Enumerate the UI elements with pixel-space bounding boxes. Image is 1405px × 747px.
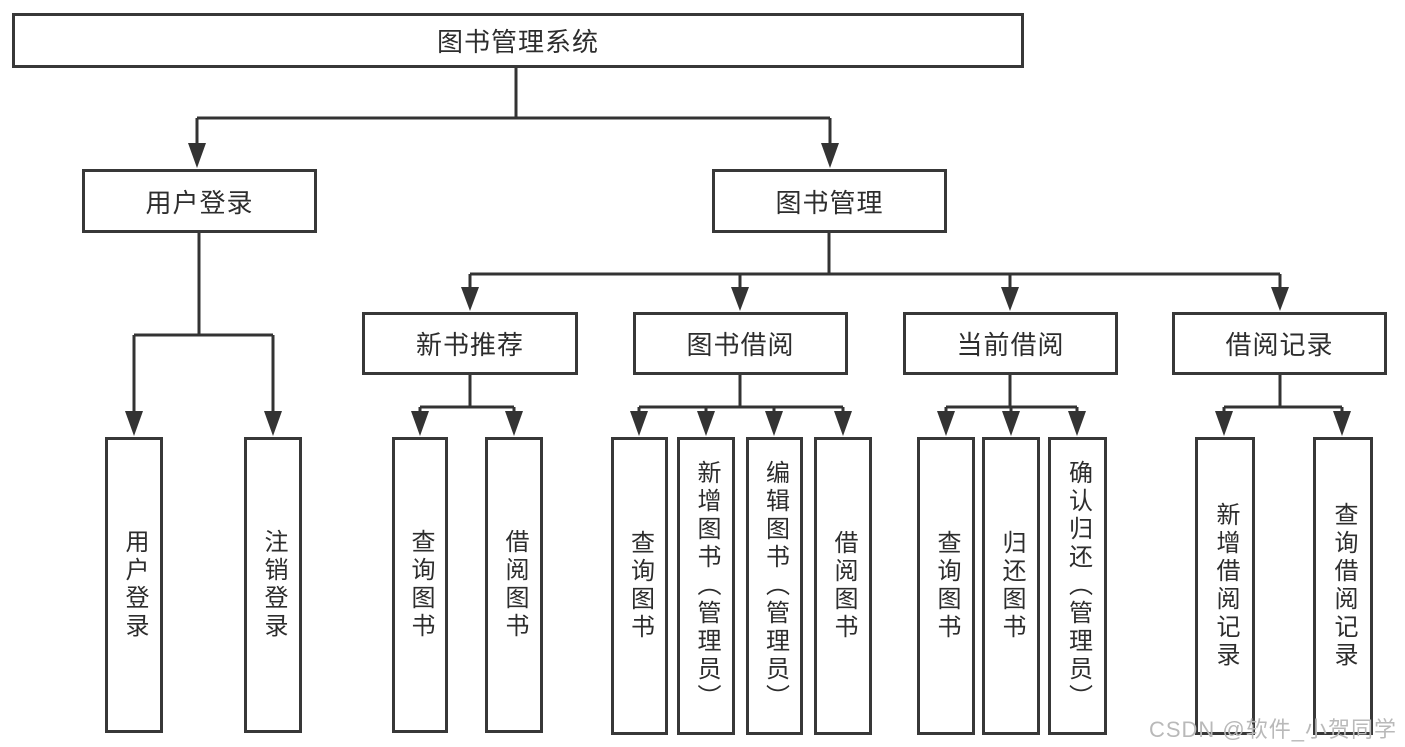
leaf-add-books-admin: 新增图书（管理员） (677, 437, 735, 735)
arrowhead-icon (937, 411, 955, 436)
arrowhead-icon (1271, 287, 1289, 311)
arrowhead-icon (731, 287, 749, 311)
node-label: 借阅图书 (501, 529, 528, 641)
leaf-query-books-borrowing: 查询图书 (611, 437, 668, 735)
node-label: 图书管理 (775, 187, 884, 218)
leaf-query-books-recommend: 查询图书 (392, 437, 448, 733)
leaf-confirm-return-admin: 确认归还（管理员） (1048, 437, 1107, 735)
leaf-query-books-current: 查询图书 (917, 437, 975, 735)
arrowhead-icon (188, 143, 206, 168)
connector-book-management (468, 233, 1282, 289)
arrowhead-icon (1333, 411, 1351, 436)
arrowhead-icon (461, 287, 479, 311)
node-borrowing-records: 借阅记录 (1172, 312, 1387, 375)
arrowhead-icon (1001, 287, 1019, 311)
node-label: 查询图书 (933, 530, 960, 642)
node-book-management: 图书管理 (712, 169, 947, 233)
leaf-edit-books-admin: 编辑图书（管理员） (746, 437, 803, 735)
node-label: 借阅图书 (830, 530, 857, 642)
leaf-borrow-books-recommend: 借阅图书 (485, 437, 543, 733)
arrowhead-icon (411, 411, 429, 436)
node-label: 用户登录 (145, 187, 254, 218)
leaf-logout-login: 注销登录 (244, 437, 302, 733)
arrowhead-icon (765, 411, 783, 436)
node-label: 归还图书 (998, 530, 1025, 642)
arrowhead-icon (821, 143, 839, 168)
connector-paths (132, 68, 1344, 413)
arrowhead-icon (264, 411, 282, 436)
leaf-query-borrow-record: 查询借阅记录 (1313, 437, 1373, 735)
connector-borrow-record-group (1222, 375, 1344, 413)
arrowhead-icon (697, 411, 715, 436)
node-label: 新增借阅记录 (1212, 502, 1239, 670)
arrowhead-icon (505, 411, 523, 436)
node-label: 查询图书 (407, 529, 434, 641)
leaf-borrow-books-borrowing: 借阅图书 (814, 437, 872, 735)
node-label: 查询借阅记录 (1330, 502, 1357, 670)
arrowhead-icons (125, 143, 1351, 436)
arrowhead-icon (1068, 411, 1086, 436)
node-label: 图书借阅 (686, 330, 795, 360)
node-label: 确认归还（管理员） (1064, 460, 1092, 712)
node-label: 图书管理系统 (436, 27, 599, 57)
leaf-return-books: 归还图书 (982, 437, 1040, 735)
node-label: 借阅记录 (1225, 330, 1334, 360)
arrowhead-icon (834, 411, 852, 436)
node-new-book-recommendation: 新书推荐 (362, 312, 578, 375)
arrowhead-icon (1215, 411, 1233, 436)
node-label: 编辑图书（管理员） (761, 460, 789, 712)
connector-current-borrow-group (944, 375, 1079, 413)
connector-new-book-group (418, 375, 516, 413)
connector-user-login (132, 233, 275, 413)
node-label: 查询图书 (626, 530, 654, 642)
node-label: 新增图书（管理员） (693, 460, 720, 712)
arrowhead-icon (1002, 411, 1020, 436)
node-user-login: 用户登录 (82, 169, 317, 233)
leaf-user-login: 用户登录 (105, 437, 163, 733)
leaf-add-borrow-record: 新增借阅记录 (1195, 437, 1255, 735)
node-book-borrowing: 图书借阅 (633, 312, 848, 375)
connector-book-borrow-group (637, 375, 845, 413)
node-label: 用户登录 (121, 529, 148, 641)
node-label: 注销登录 (260, 529, 287, 641)
node-label: 新书推荐 (415, 330, 524, 360)
node-label: 当前借阅 (956, 330, 1065, 360)
node-library-system: 图书管理系统 (12, 13, 1024, 68)
csdn-watermark: CSDN @软件_小贺同学 (1148, 717, 1397, 742)
arrowhead-icon (125, 411, 143, 436)
arrowhead-icon (630, 411, 648, 436)
connector-root (195, 68, 832, 145)
node-current-borrowing: 当前借阅 (903, 312, 1118, 375)
